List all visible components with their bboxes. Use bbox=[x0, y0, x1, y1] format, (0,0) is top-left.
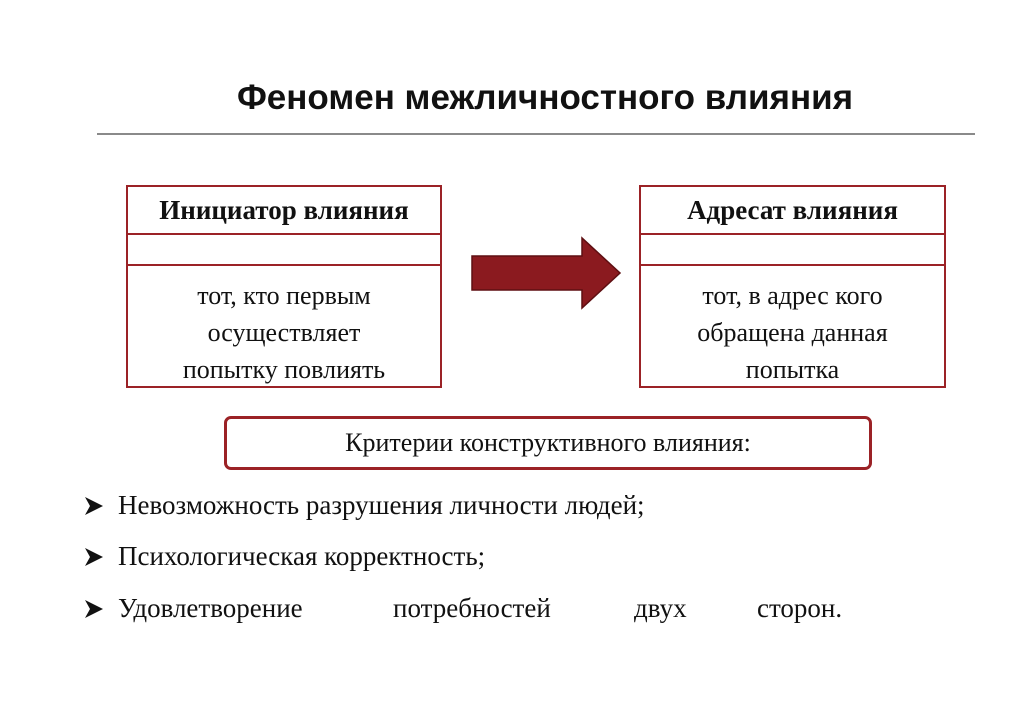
arrow-bullet-icon bbox=[85, 599, 103, 618]
initiator-empty-row bbox=[128, 235, 440, 266]
initiator-header: Инициатор влияния bbox=[128, 187, 440, 235]
initiator-description: тот, кто первым осуществляет попытку пов… bbox=[128, 266, 440, 388]
criterion-word: потребностей bbox=[393, 593, 551, 623]
slide-title: Феномен межличностного влияния bbox=[236, 78, 854, 117]
addressee-header: Адресат влияния bbox=[641, 187, 944, 235]
text-line: попытку повлиять bbox=[182, 355, 386, 384]
arrow-bullet-icon bbox=[85, 547, 103, 566]
text-line: осуществляет bbox=[207, 318, 361, 347]
arrow-bullet-icon bbox=[85, 496, 103, 515]
text-line: тот, кто первым bbox=[197, 281, 371, 310]
text-line: попытка bbox=[745, 355, 840, 384]
right-arrow-icon bbox=[471, 236, 622, 310]
title-divider bbox=[97, 133, 975, 135]
text-line: обращена данная bbox=[697, 318, 888, 347]
criterion-text: Невозможность разрушения личности людей; bbox=[118, 490, 645, 520]
text-line: тот, в адрес кого bbox=[702, 281, 883, 310]
criterion-text: Психологическая корректность; bbox=[118, 541, 486, 571]
criteria-heading: Критерии конструктивного влияния: bbox=[224, 416, 872, 470]
criterion-word: двух bbox=[634, 593, 687, 623]
addressee-empty-row bbox=[641, 235, 944, 266]
criterion-word: сторон. bbox=[757, 593, 843, 623]
criterion-item: Невозможность разрушения личности людей; bbox=[84, 490, 645, 521]
criterion-item: Удовлетворение bbox=[84, 593, 303, 624]
criterion-item: Психологическая корректность; bbox=[84, 541, 485, 572]
criterion-word: Удовлетворение bbox=[118, 593, 303, 623]
addressee-description: тот, в адрес кого обращена данная попытк… bbox=[641, 266, 944, 388]
initiator-box: Инициатор влияния тот, кто первым осущес… bbox=[126, 185, 442, 388]
addressee-box: Адресат влияния тот, в адрес кого обраще… bbox=[639, 185, 946, 388]
